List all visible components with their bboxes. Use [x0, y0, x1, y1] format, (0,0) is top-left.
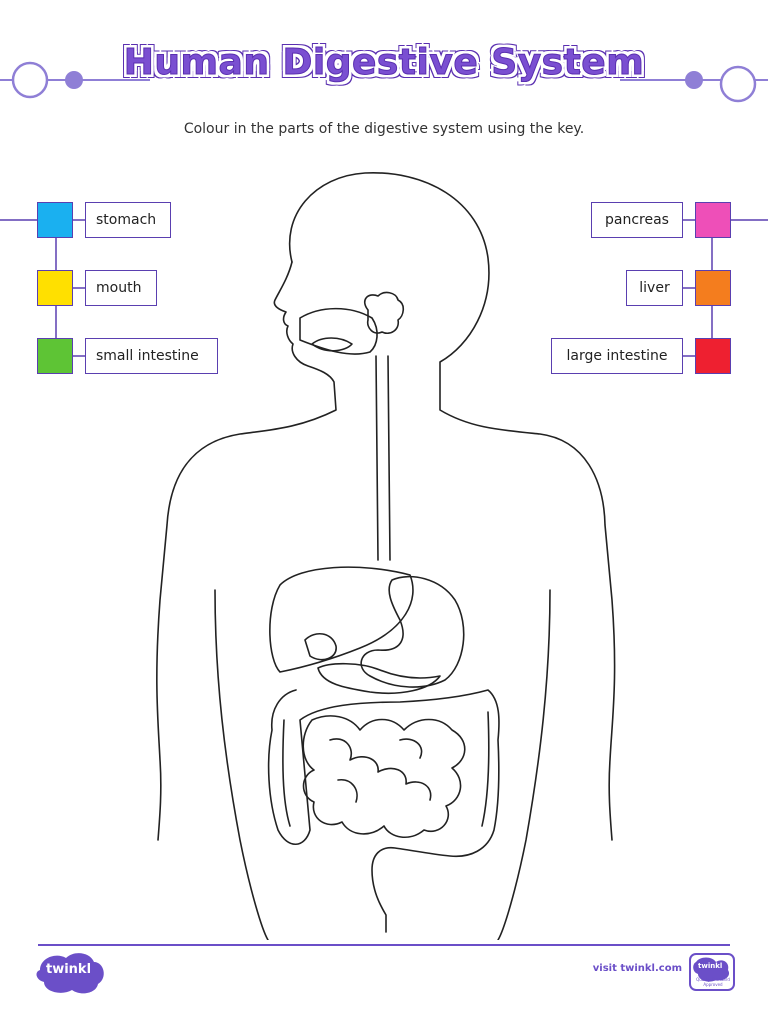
quality-badge-brand: twinkl	[698, 962, 723, 970]
key-label-pancreas: pancreas	[591, 202, 683, 238]
key-swatch-mouth[interactable]	[37, 270, 73, 306]
large-intestine	[267, 689, 500, 933]
body-illustration	[156, 172, 616, 940]
page-title: Human Digestive System	[123, 42, 645, 84]
title-backdrop	[150, 48, 620, 110]
key-swatch-liver[interactable]	[695, 270, 731, 306]
header-decoration	[0, 48, 768, 110]
mouth-cavity	[299, 307, 378, 355]
large-intestine-inner	[282, 711, 490, 827]
footer-divider	[38, 944, 730, 946]
header-circle-right-outline	[719, 65, 757, 103]
small-intestine-folds	[329, 738, 432, 803]
tongue	[311, 337, 353, 352]
key-label-small-intestine: small intestine	[85, 338, 218, 374]
key-connectors	[0, 219, 768, 357]
stomach	[360, 575, 465, 688]
header-circle-left-filled	[65, 71, 83, 89]
footer-link[interactable]: visit twinkl.com	[592, 963, 682, 974]
head-outline	[288, 172, 616, 841]
header-circle-right-filled	[685, 71, 703, 89]
key-label-liver: liver	[626, 270, 683, 306]
pancreas	[317, 662, 441, 695]
key-label-large-intestine: large intestine	[551, 338, 683, 374]
header-circle-left-outline	[11, 61, 49, 99]
twinkl-logo-text[interactable]: twinkl	[46, 962, 92, 977]
liver	[269, 566, 414, 673]
key-swatch-stomach[interactable]	[37, 202, 73, 238]
key-swatch-small-intestine[interactable]	[37, 338, 73, 374]
salivary-gland	[363, 291, 405, 335]
page-subtitle: Colour in the parts of the digestive sys…	[183, 121, 585, 137]
torso-left	[214, 589, 269, 940]
key-swatch-large-intestine[interactable]	[695, 338, 731, 374]
torso-right	[497, 589, 551, 940]
gallbladder	[304, 633, 337, 661]
key-label-stomach: stomach	[85, 202, 171, 238]
oesophagus	[375, 355, 391, 561]
key-label-mouth: mouth	[85, 270, 157, 306]
quality-badge-text: Quality Standard Approved	[696, 977, 730, 987]
small-intestine	[302, 715, 466, 838]
face-profile	[156, 261, 337, 841]
key-swatch-pancreas[interactable]	[695, 202, 731, 238]
